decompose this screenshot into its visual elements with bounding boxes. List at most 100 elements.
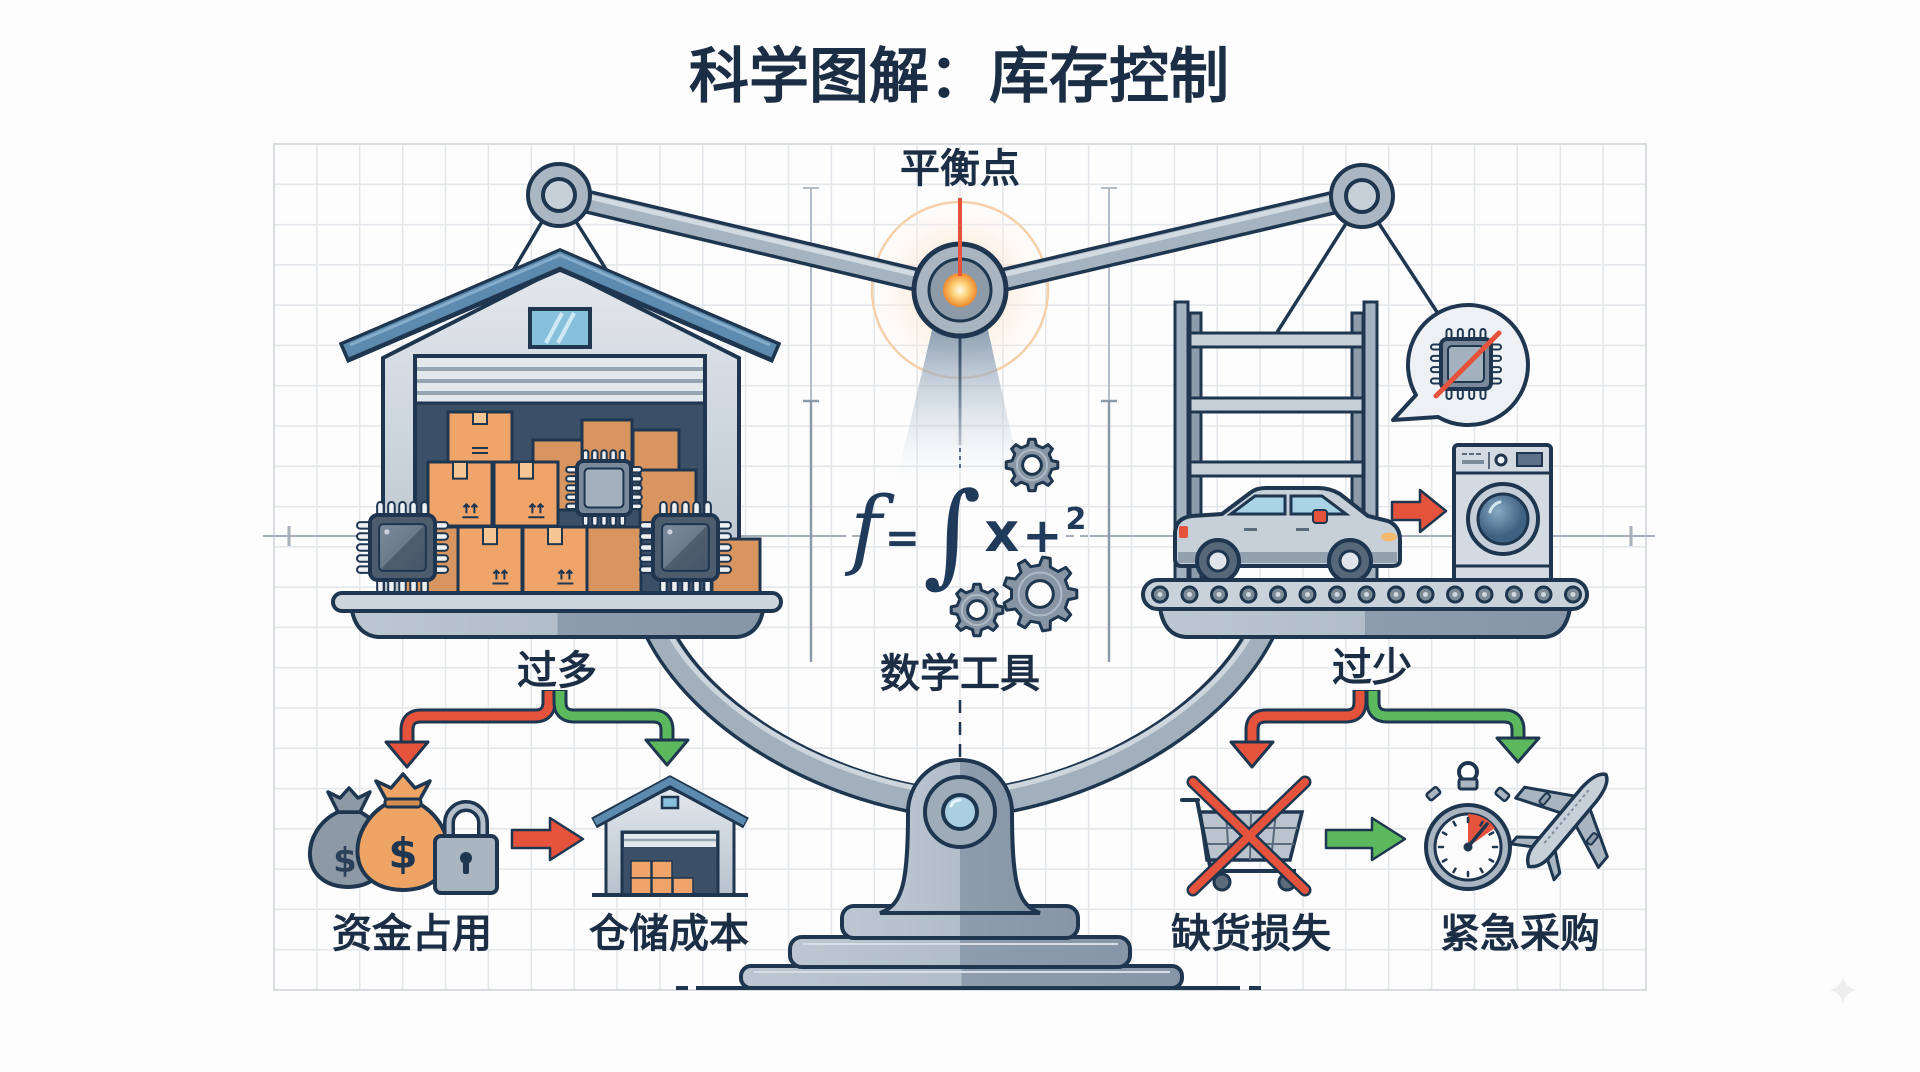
- conveyor-rollers: [1151, 585, 1582, 604]
- balance-beam: [556, 183, 1365, 302]
- stopwatch-tick: [1479, 820, 1484, 827]
- roller-axle: [1393, 592, 1399, 597]
- green-arrow-head: [1495, 736, 1541, 764]
- this-side-up-arrow: [557, 569, 566, 580]
- production-arrow-icon: [1390, 488, 1448, 534]
- chip-shortage-bubble-icon: [1391, 303, 1530, 428]
- stopwatch-button: [1494, 786, 1511, 802]
- pivot-inner: [1344, 178, 1380, 214]
- lock-keyhole: [460, 852, 472, 864]
- car-window: [1289, 494, 1351, 516]
- beam-arm-right: [958, 187, 1364, 299]
- small-box: [672, 877, 694, 896]
- roller-axle: [1157, 592, 1163, 597]
- hanger-line: [509, 219, 545, 275]
- left-pan-bowl: [349, 609, 766, 639]
- warehouse-cost-icon: [591, 775, 749, 897]
- formula-plus: +: [1022, 508, 1062, 564]
- cost-arrow-icon: [510, 816, 585, 862]
- crossed-cart-icon: [1180, 775, 1312, 897]
- cardboard-box-icon: [492, 460, 560, 528]
- stopwatch-ticks: [1437, 816, 1499, 878]
- box-tape: [547, 526, 563, 546]
- this-side-up-arrow: [528, 502, 537, 514]
- hanger-line: [573, 219, 611, 275]
- sparkle-watermark-icon: [1829, 976, 1857, 1004]
- roller-axle: [1364, 592, 1369, 597]
- box-body: [631, 428, 681, 474]
- green-arrow-shaft: [555, 691, 672, 743]
- cardboard-box-icon: [585, 525, 643, 595]
- roller-axle: [1187, 592, 1192, 597]
- pan-hangers: [509, 219, 1439, 335]
- washing-machine-icon: [1452, 443, 1553, 583]
- small-box: [630, 877, 652, 896]
- stopwatch-tick: [1441, 858, 1448, 863]
- no-sign-slash: [1433, 330, 1502, 399]
- box-tape: [452, 461, 468, 480]
- hanger-line: [1376, 221, 1439, 313]
- car-door-handle: [1296, 528, 1309, 531]
- gear-icon: [1004, 437, 1060, 493]
- washer-door-glass: [1476, 492, 1530, 546]
- formula-equals: =: [885, 513, 920, 562]
- warehouse-roof-highlight: [349, 253, 771, 347]
- base-tier-bottom: [739, 964, 1184, 990]
- stopwatch-tick: [1452, 867, 1457, 874]
- shelf-bar: [1188, 396, 1365, 414]
- money-bags-lock-icon: $ $: [307, 772, 499, 895]
- chip-core: [661, 523, 710, 572]
- beam-arm-right-highlight: [958, 188, 1362, 288]
- page-title: 科学图解：库存控制: [689, 42, 1229, 112]
- right-pivot: [1329, 163, 1395, 229]
- airplane-fuselage: [1525, 772, 1609, 869]
- red-arrow-head: [384, 740, 430, 769]
- airplane-engine: [1538, 792, 1552, 806]
- window-glare: [556, 312, 576, 344]
- capital-tied-up-label: 资金占用: [332, 911, 492, 957]
- cart-wheel: [1212, 872, 1232, 892]
- chip-core: [378, 523, 427, 572]
- pivot-glow-icon: [911, 198, 1009, 339]
- this-side-up-arrow: [500, 569, 509, 580]
- this-side-up-arrow: [462, 502, 471, 514]
- gears-icon: [949, 437, 1079, 638]
- cardboard-box-icon: [631, 428, 681, 474]
- stopwatch-button: [1425, 786, 1442, 802]
- left-pan: [331, 591, 783, 639]
- math-formula: f = ∫ x + 2: [844, 469, 1086, 599]
- microchip-icon: [639, 501, 732, 594]
- roller-axle: [1570, 592, 1576, 597]
- chip-core: [583, 467, 625, 509]
- car-sill: [1178, 552, 1397, 563]
- small-box: [630, 860, 652, 879]
- right-pan-bowl: [1157, 606, 1573, 639]
- gear-hole: [1021, 454, 1043, 476]
- this-side-up-arrow: [565, 569, 574, 580]
- roller-axle: [1423, 592, 1428, 597]
- window-glare: [544, 312, 564, 344]
- storage-cost-label: 仓储成本: [589, 911, 749, 957]
- conveyor-belt-icon: [1141, 578, 1589, 639]
- stopwatch-tick: [1488, 858, 1495, 863]
- red-arrow-shaft: [1247, 691, 1365, 745]
- microchip-icon: [356, 501, 449, 594]
- shelf-bar: [1188, 460, 1365, 478]
- car-mirror: [1312, 509, 1328, 524]
- red-arrow-shaft: [402, 691, 554, 745]
- cross-mark: [1189, 778, 1309, 894]
- gear-ring: [960, 593, 994, 627]
- hanger-line: [1274, 221, 1349, 335]
- pivot-inner: [541, 177, 577, 213]
- lock-shackle-inner: [446, 803, 486, 840]
- formula-integral: ∫: [923, 469, 981, 599]
- cardboard-box-icon: [426, 460, 494, 528]
- rush-arrow-icon: [1324, 816, 1407, 862]
- box-body: [585, 525, 643, 595]
- gear-ring: [1015, 448, 1049, 482]
- understock-label: 过少: [1332, 645, 1412, 691]
- small-box: [651, 860, 673, 879]
- stopwatch-center: [1463, 842, 1473, 852]
- this-side-up-arrow: [470, 502, 479, 514]
